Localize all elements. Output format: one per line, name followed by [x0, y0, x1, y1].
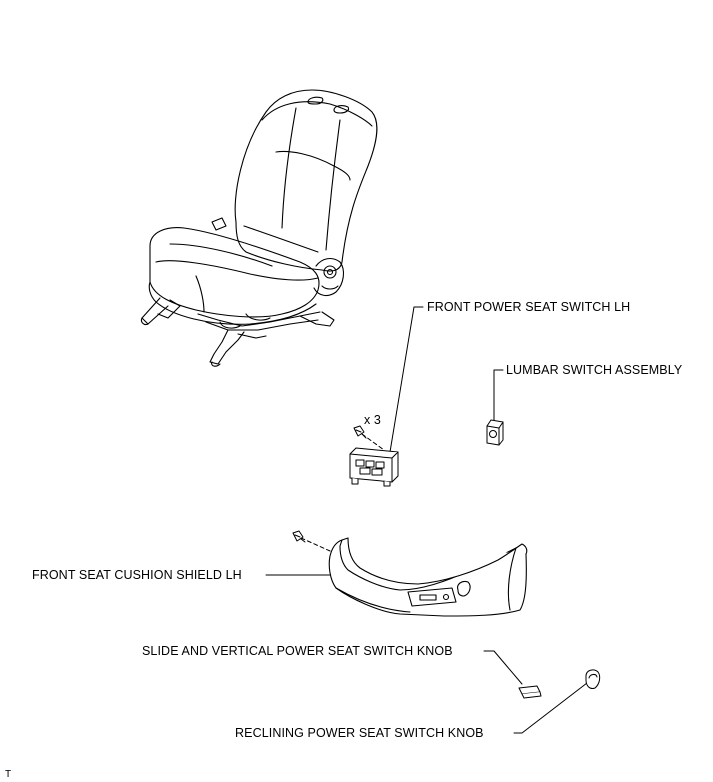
leader-reclining-knob	[513, 682, 588, 734]
slide-vertical-knob-label: SLIDE AND VERTICAL POWER SEAT SWITCH KNO…	[142, 644, 453, 658]
leader-slide-vertical-knob	[483, 650, 523, 685]
seat-illustration	[140, 89, 378, 367]
reclining-knob-part	[585, 669, 601, 689]
lumbar-switch-label: LUMBAR SWITCH ASSEMBLY	[506, 363, 683, 377]
lumbar-switch-part	[486, 419, 504, 446]
corner-mark: T	[5, 769, 12, 780]
dashed-screw-path-shield	[300, 537, 331, 552]
front-power-seat-switch-label: FRONT POWER SEAT SWITCH LH	[427, 300, 631, 314]
front-seat-cushion-shield-part	[328, 537, 528, 617]
screw-switch-icon	[353, 425, 367, 439]
screw-quantity-label: x 3	[364, 413, 381, 427]
front-power-seat-switch-part	[349, 447, 399, 487]
leader-lines	[265, 306, 588, 734]
dashed-screw-path-switch	[361, 433, 385, 451]
screw-shield-icon	[292, 530, 306, 543]
slide-vertical-knob-part	[518, 685, 542, 699]
leader-front-power-seat-switch	[389, 306, 424, 453]
reclining-knob-label: RECLINING POWER SEAT SWITCH KNOB	[235, 726, 484, 740]
front-seat-cushion-shield-label: FRONT SEAT CUSHION SHIELD LH	[32, 568, 242, 582]
leader-lumbar-switch	[493, 369, 504, 421]
